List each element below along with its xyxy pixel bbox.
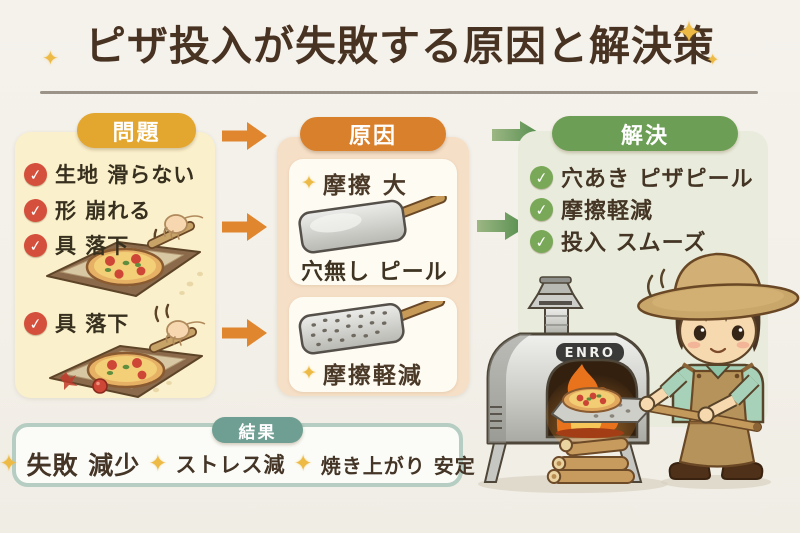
perforated-peel-illustration [298,301,446,355]
check-icon: ✓ [528,164,555,190]
arrow-right-icon [222,213,267,241]
motion-marks [154,303,170,323]
boot [720,462,764,480]
result-item-label: ストレス減 [175,453,286,477]
pizza-drop-illustration-1 [46,214,204,297]
firewood-logs [546,437,635,484]
solution-item-label: 穴あき ピザピール [561,167,754,192]
hat [637,252,800,321]
arrow-right-icon [222,122,267,150]
mouth [709,347,727,354]
page-title: ピザ投入が失敗する原因と解決策 [85,22,715,70]
sparkle-icon: ✦ [301,361,317,384]
problem-header-pill: 問題 [77,113,196,148]
oven-brand-band [556,343,624,362]
sparkle-icon: ✦ [706,50,720,69]
motion-marks [647,268,666,298]
result-item-label: 失敗 減少 [26,451,141,480]
solution-item-label: 摩擦軽減 [561,199,654,224]
check-icon: ✓ [22,161,49,187]
cause-card-title-label: 摩擦 大 [322,173,408,199]
check-icon: ✓ [528,196,555,222]
cause-card2-label: ✦ 摩擦軽減 [301,356,423,390]
arrow-right-icon [477,212,528,240]
check-icon: ✓ [22,197,49,223]
smooth-peel-illustration [298,196,447,254]
sparkle-icon: ✦ [293,450,313,477]
solution-item-label: 投入 スムーズ [561,231,707,256]
cause-card2-caption: 摩擦軽減 [322,363,423,389]
solution-item: ✓ 投入 スムーズ [528,225,707,257]
eye [731,325,745,341]
problem-item: ✓ 具 落下 [22,230,130,260]
sparkle-icon: ✦ [148,450,168,477]
apron-skirt [678,418,756,468]
problem-item: ✓ 具 落下 [22,308,130,338]
problem-item-label: 具 落下 [55,234,130,258]
result-item-label: 焼き上がり 安定 [320,453,476,478]
problem-item: ✓ 生地 滑らない [22,159,196,189]
oven-chef-illustration: ENRO [478,252,800,493]
title-divider [40,91,758,94]
solution-header-pill: 解決 [552,116,738,151]
sparkle-icon: ✦ [301,171,317,194]
check-icon: ✓ [22,310,49,336]
oven-vents [490,406,502,429]
arrow-right-icon [222,319,267,347]
problem-item-label: 具 落下 [55,312,130,336]
chef-arms [638,370,760,424]
oven-brand-label: ENRO [565,346,616,361]
sparkle-icon: ✦ [42,46,59,70]
sparkle-icon: ✦ [676,15,702,51]
eye [693,325,707,341]
solution-item: ✓ 穴あき ピザピール [528,161,754,193]
chef-character [637,252,800,480]
perforated-peel-with-pizza [551,387,651,423]
solution-item: ✓ 摩擦軽減 [528,193,654,225]
problem-item-label: 生地 滑らない [55,163,196,187]
sparkle-icon: ✦ [0,450,19,477]
problem-item-label: 形 崩れる [55,199,152,223]
result-header-pill: 結果 [212,417,303,443]
pizza-drop-illustration-2 [49,320,206,398]
problem-item: ✓ 形 崩れる [22,195,152,225]
cause-card-caption: 穴無し ピール [301,260,448,285]
cause-header-pill: 原因 [300,117,446,151]
cause-card-title: ✦ 摩擦 大 [301,166,408,200]
result-line: ✦ 失敗 減少 ✦ ストレス減 ✦ 焼き上がり 安定 [0,448,475,480]
oven-chimney [527,276,584,337]
check-icon: ✓ [22,232,49,258]
boot [668,462,712,480]
